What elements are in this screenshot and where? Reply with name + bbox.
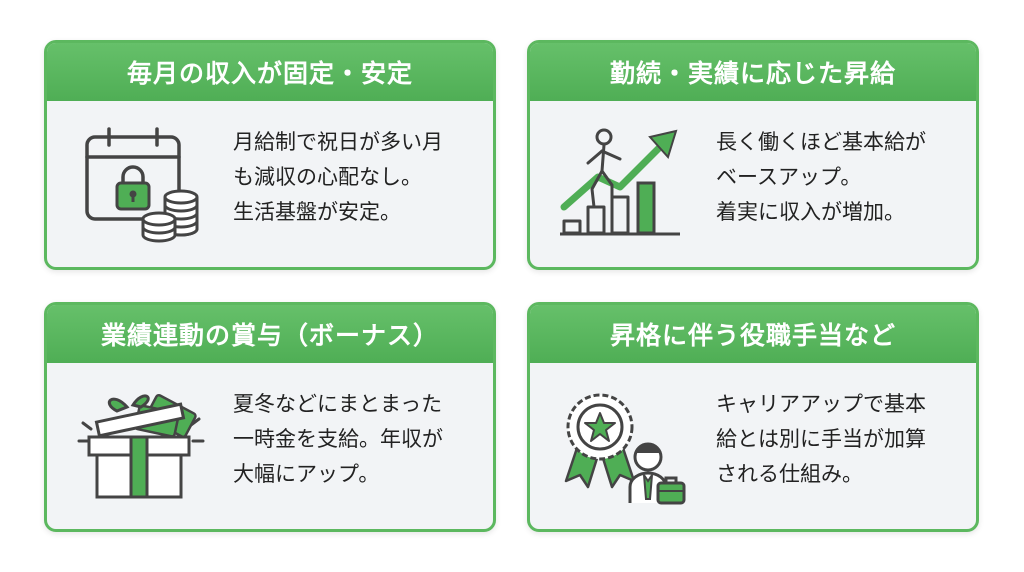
calendar-lock-coins-icon <box>85 127 199 243</box>
award-badge-businessman-icon <box>564 393 686 505</box>
card-title: 毎月の収入が固定・安定 <box>47 43 493 101</box>
card-description: 月給制で祝日が多い月 も減収の心配なし。 生活基盤が安定。 <box>233 130 443 224</box>
card-description: 夏冬などにまとまった 一時金を支給。年収が 大幅にアップ。 <box>233 392 443 486</box>
card-performance-bonus: 業績連動の賞与（ボーナス） 夏冬などにまとまった 一時金を支給。年収が 大幅にア… <box>44 302 496 532</box>
card-position-allowance: 昇格に伴う役職手当など キャリアアップで基本 給とは別に手当が加算 される仕組み… <box>527 302 979 532</box>
climbing-growth-chart-icon <box>560 128 680 236</box>
card-title: 勤続・実績に応じた昇給 <box>530 43 976 101</box>
card-title: 昇格に伴う役職手当など <box>530 305 976 363</box>
card-description: キャリアアップで基本 給とは別に手当が加算 される仕組み。 <box>716 392 926 486</box>
card-description: 長く働くほど基本給が ベースアップ。 着実に収入が増加。 <box>716 130 926 224</box>
card-body: キャリアアップで基本 給とは別に手当が加算 される仕組み。 <box>530 363 976 529</box>
card-stable-income: 毎月の収入が固定・安定 <box>44 40 496 270</box>
card-title: 業績連動の賞与（ボーナス） <box>47 305 493 363</box>
card-body: 月給制で祝日が多い月 も減収の心配なし。 生活基盤が安定。 <box>47 101 493 267</box>
card-body: 夏冬などにまとまった 一時金を支給。年収が 大幅にアップ。 <box>47 363 493 529</box>
card-body: 長く働くほど基本給が ベースアップ。 着実に収入が増加。 <box>530 101 976 267</box>
gift-box-money-icon <box>77 394 205 499</box>
card-seniority-raise: 勤続・実績に応じた昇給 長く働くほど基本給が ベースアップ。 着実に収入が増加。 <box>527 40 979 270</box>
